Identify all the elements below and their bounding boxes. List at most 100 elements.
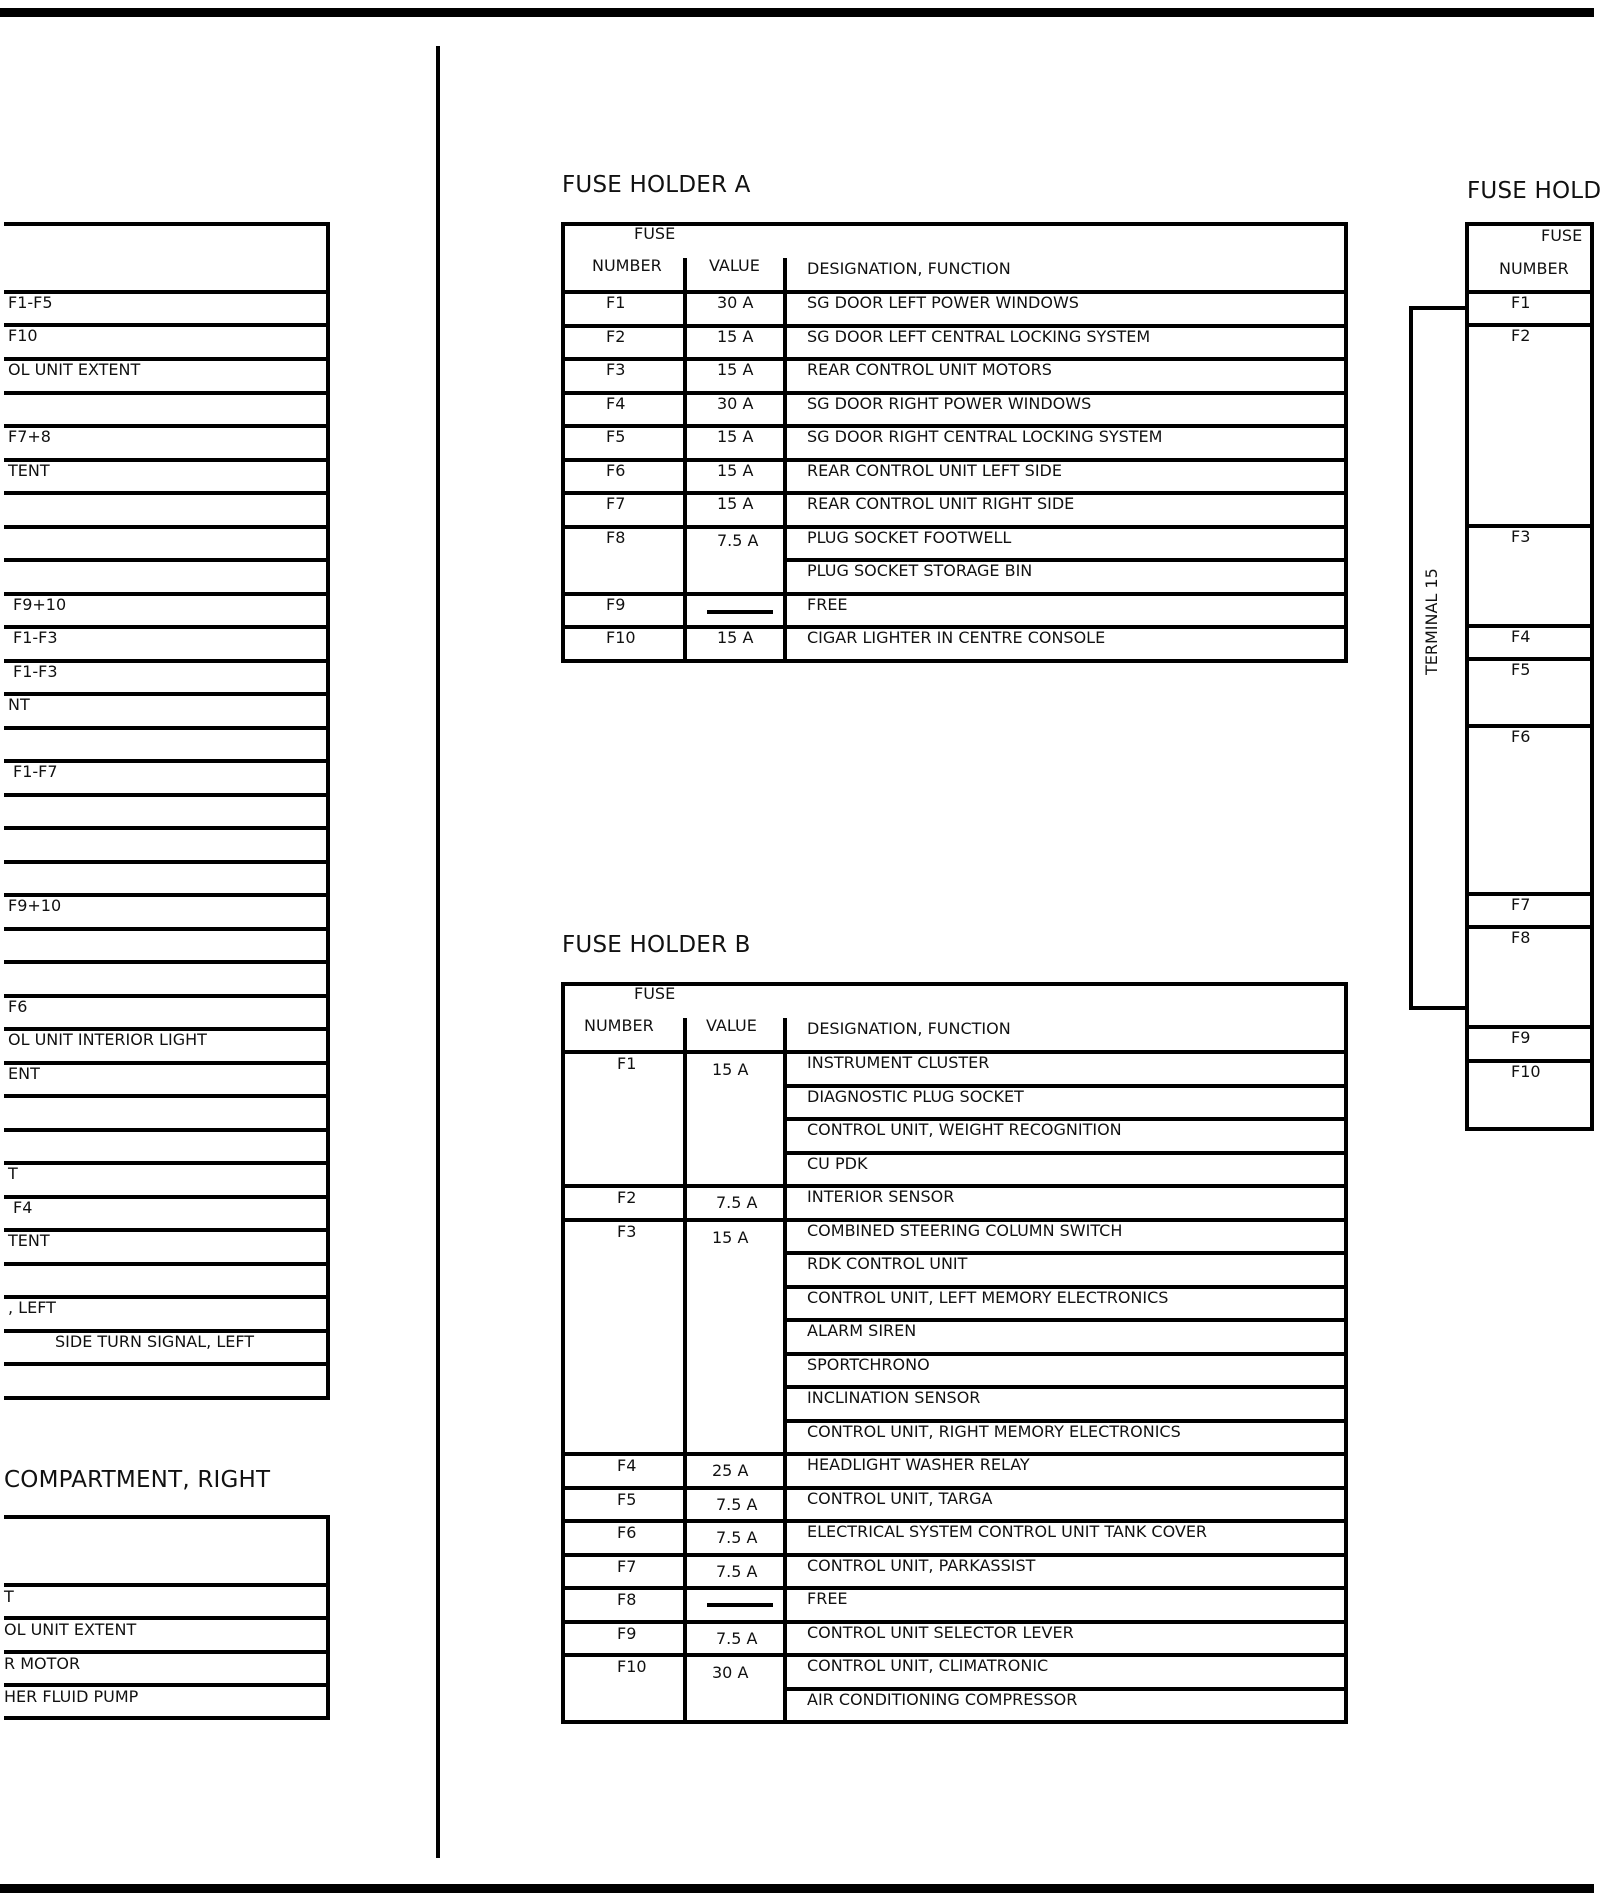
left-table-row-rule xyxy=(4,290,330,294)
holder-b-header-value: VALUE xyxy=(706,1016,757,1035)
holder-c-fuse-number: F8 xyxy=(1511,928,1531,947)
holder-a-fuse-value: 15 A xyxy=(717,427,754,446)
left-table-row-rule xyxy=(4,1195,330,1199)
holder-b-fuse-designation: INTERIOR SENSOR xyxy=(807,1187,955,1206)
left-bottom-row-rule xyxy=(4,1650,330,1654)
holder-a-header-fuse: FUSE xyxy=(634,224,676,243)
left-table-cell: F7+8 xyxy=(8,427,51,446)
holder-c-fuse-number: F6 xyxy=(1511,727,1531,746)
holder-a-fuse-number: F8 xyxy=(606,527,626,547)
holder-b-top-rule xyxy=(561,982,1348,986)
holder-a-fuse-number: F2 xyxy=(606,326,626,346)
left-table-row-rule xyxy=(4,525,330,529)
holder-b-right-rule xyxy=(1344,982,1348,1724)
holder-b-row-rule xyxy=(561,1586,1348,1590)
holder-a-row-rule xyxy=(561,491,1348,495)
holder-a-fuse-value: 7.5 A xyxy=(717,530,759,550)
holder-b-fuse-designation: CONTROL UNIT, RIGHT MEMORY ELECTRONICS xyxy=(807,1422,1181,1441)
left-table-row-rule xyxy=(4,592,330,596)
holder-c-fuse-number: F2 xyxy=(1511,326,1531,345)
holder-b-fuse-value: 30 A xyxy=(712,1663,749,1682)
left-table-row-rule xyxy=(4,491,330,495)
left-table-cell: OL UNIT INTERIOR LIGHT xyxy=(8,1030,207,1049)
left-table-cell: F6 xyxy=(8,997,28,1016)
holder-c-left-rule xyxy=(1465,222,1469,1131)
holder-c-row-rule xyxy=(1465,624,1594,628)
left-bottom-cell: OL UNIT EXTENT xyxy=(4,1620,137,1639)
holder-b-fuse-value: 25 A xyxy=(712,1461,749,1480)
holder-b-header-designation: DESIGNATION, FUNCTION xyxy=(807,1019,1011,1038)
left-table-row-rule xyxy=(4,793,330,797)
left-table-cell: F9+10 xyxy=(13,595,67,614)
holder-b-fuse-value: 15 A xyxy=(712,1060,749,1079)
left-table-cell: , LEFT xyxy=(8,1298,56,1317)
holder-a-fuse-number: F3 xyxy=(606,360,626,379)
holder-a-col-rule xyxy=(783,258,787,663)
left-table-row-rule xyxy=(4,826,330,830)
left-table-cell: SIDE TURN SIGNAL, LEFT xyxy=(55,1332,255,1351)
holder-a-fuse-value: 30 A xyxy=(717,293,754,312)
left-table-row-rule xyxy=(4,1329,330,1333)
left-table-row-rule xyxy=(4,1094,330,1098)
holder-b-fuse-designation: CONTROL UNIT, LEFT MEMORY ELECTRONICS xyxy=(807,1288,1169,1307)
left-table-cell: F1-F7 xyxy=(13,762,58,781)
holder-a-fuse-designation: REAR CONTROL UNIT MOTORS xyxy=(807,360,1052,379)
holder-a-fuse-designation: SG DOOR LEFT CENTRAL LOCKING SYSTEM xyxy=(807,326,1151,346)
left-table-row-rule xyxy=(4,726,330,730)
holder-a-row-rule xyxy=(561,659,1348,663)
left-table-row-rule xyxy=(4,960,330,964)
holder-b-fuse-value: 7.5 A xyxy=(716,1561,758,1581)
left-table-row-rule xyxy=(4,1396,330,1400)
rule-h xyxy=(783,1285,1348,1289)
holder-c-fuse-number: F5 xyxy=(1511,660,1531,679)
left-table-cell: F1-F5 xyxy=(8,293,53,312)
holder-a-row-rule xyxy=(561,424,1348,428)
left-table-row-rule xyxy=(4,424,330,428)
holder-a-row-rule xyxy=(561,592,1348,596)
rule-h xyxy=(783,1251,1348,1255)
left-table-cell: F10 xyxy=(8,326,38,345)
holder-b-header-fuse: FUSE xyxy=(634,984,676,1003)
holder-a-fuse-value: 15 A xyxy=(717,460,754,480)
left-table-row-rule xyxy=(4,1027,330,1031)
terminal-bracket-top xyxy=(1409,306,1469,310)
holder-b-row-rule xyxy=(561,1620,1348,1624)
holder-a-header-number: NUMBER xyxy=(592,256,662,275)
rule-h xyxy=(783,1084,1348,1088)
holder-a-header-rule xyxy=(561,290,1348,294)
holder-b-fuse-designation: COMBINED STEERING COLUMN SWITCH xyxy=(807,1221,1123,1240)
left-bottom-row-rule xyxy=(4,1716,330,1720)
holder-b-row-rule xyxy=(561,1653,1348,1657)
holder-a-col-rule xyxy=(683,258,687,663)
holder-a-fuse-designation: REAR CONTROL UNIT LEFT SIDE xyxy=(807,460,1062,480)
holder-c-fuse-number: F10 xyxy=(1511,1062,1541,1081)
holder-b-fuse-designation: CONTROL UNIT SELECTOR LEVER xyxy=(807,1623,1074,1642)
left-table-row-rule xyxy=(4,860,330,864)
holder-b-free-dash xyxy=(707,1603,773,1607)
rule-h xyxy=(783,1352,1348,1356)
holder-b-header-number: NUMBER xyxy=(584,1016,654,1035)
holder-b-row-rule xyxy=(561,1486,1348,1490)
holder-c-fuse-number: F1 xyxy=(1511,293,1531,312)
rule-h xyxy=(783,1117,1348,1121)
holder-b-fuse-designation: HEADLIGHT WASHER RELAY xyxy=(807,1455,1030,1474)
holder-a-header-designation: DESIGNATION, FUNCTION xyxy=(807,259,1011,278)
left-table-row-rule xyxy=(4,994,330,998)
holder-c-row-rule xyxy=(1465,1127,1594,1131)
rule-h xyxy=(783,1419,1348,1423)
left-table-row-rule xyxy=(4,1061,330,1065)
left-bottom-top-rule xyxy=(4,1515,330,1519)
holder-a-header-value: VALUE xyxy=(709,256,760,275)
holder-a-row-rule xyxy=(561,458,1348,462)
holder-c-fuse-number: F7 xyxy=(1511,895,1531,914)
rule-h xyxy=(783,558,1348,562)
holder-b-fuse-value: 7.5 A xyxy=(716,1528,758,1547)
left-table-cell: OL UNIT EXTENT xyxy=(8,360,141,379)
holder-b-fuse-designation: CONTROL UNIT, TARGA xyxy=(807,1489,993,1508)
holder-a-fuse-value: 30 A xyxy=(717,393,754,413)
left-table-row-rule xyxy=(4,1295,330,1299)
holder-b-fuse-designation: FREE xyxy=(807,1589,848,1608)
section-divider xyxy=(436,46,440,1858)
holder-b-fuse-value: 7.5 A xyxy=(716,1628,758,1648)
holder-a-fuse-number: F10 xyxy=(606,628,636,647)
